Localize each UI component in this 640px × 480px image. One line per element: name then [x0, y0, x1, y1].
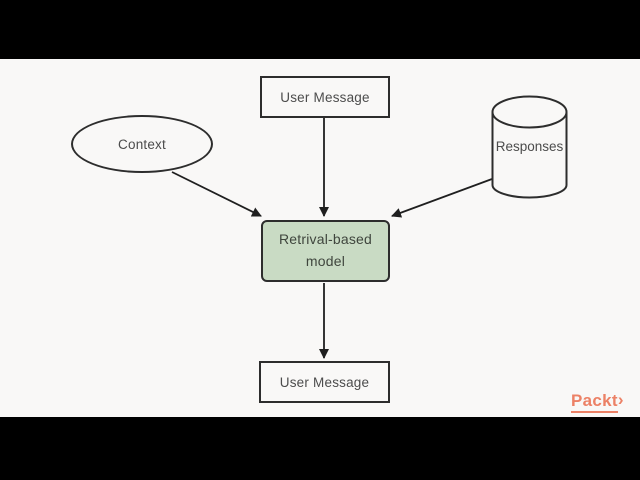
cylinder-shape — [491, 95, 568, 199]
packt-logo: Packt› — [571, 390, 624, 413]
node-user-message-top: User Message — [260, 76, 390, 118]
node-responses: Responses — [491, 95, 568, 199]
node-retrival-based-model-label: Retrival-based model — [278, 231, 373, 269]
node-user-message-bottom-label: User Message — [279, 374, 370, 390]
node-user-message-top-label: User Message — [280, 89, 370, 105]
node-user-message-bottom: User Message — [259, 361, 390, 403]
packt-logo-text: Packt — [571, 392, 618, 413]
node-context-label: Context — [118, 136, 166, 152]
node-responses-label: Responses — [495, 139, 564, 154]
node-context: Context — [71, 115, 213, 173]
diagram-canvas: User Message Context Responses Retrival-… — [0, 59, 640, 417]
node-retrival-based-model: Retrival-based model — [261, 220, 390, 282]
packt-logo-chevron-icon: › — [617, 390, 624, 409]
